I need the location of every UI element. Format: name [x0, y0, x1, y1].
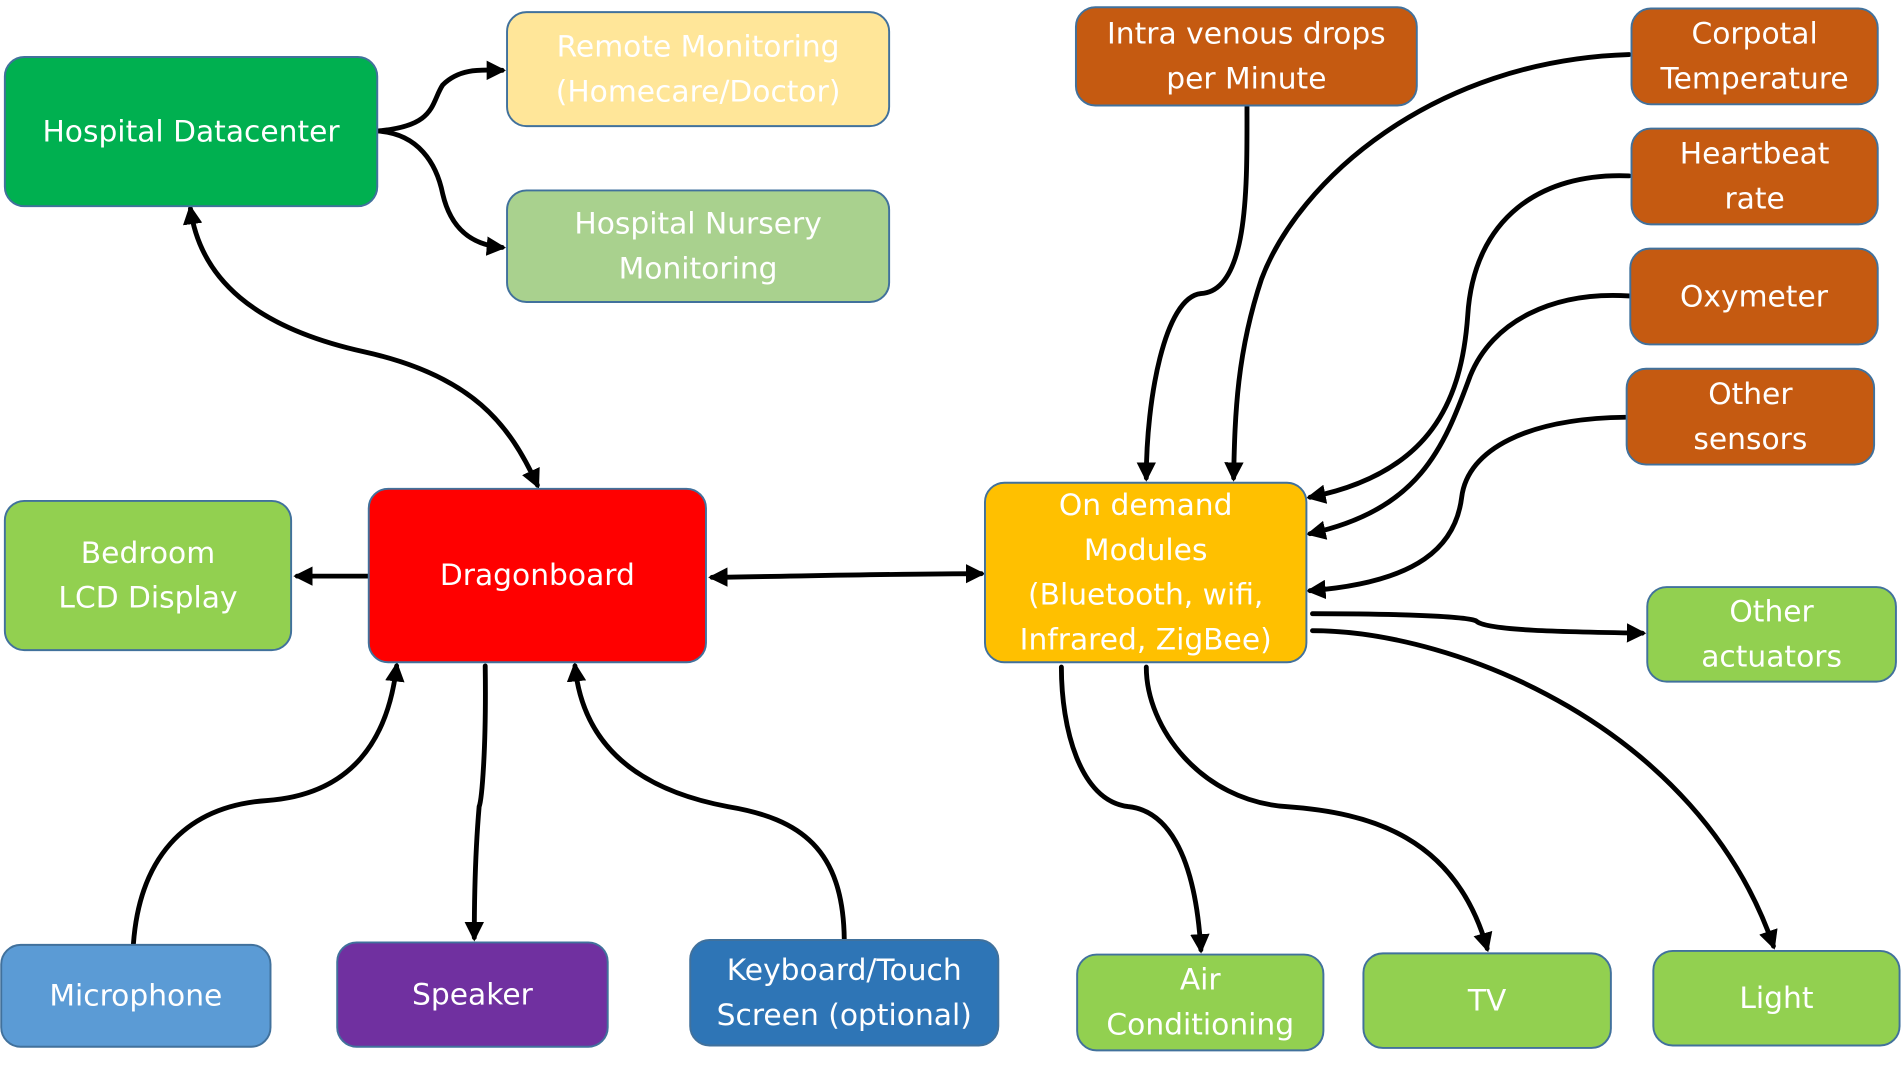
node-label: Monitoring — [619, 251, 778, 286]
node-intra-venous-drops[interactable]: Intra venous drops per Minute — [1074, 6, 1418, 107]
node-label: Other — [1729, 595, 1814, 630]
node-label: actuators — [1701, 640, 1842, 675]
node-label: Air — [1180, 963, 1222, 998]
node-label: Intra venous drops — [1107, 17, 1386, 52]
node-label: Microphone — [49, 979, 222, 1014]
edge-hospital-datacenter-to-hospital-nursery-monitoring — [374, 128, 507, 256]
node-label: Dragonboard — [440, 558, 635, 593]
edge-on-demand-modules-to-air-conditioning — [1310, 628, 1778, 950]
edge-other-sensors-to-on-demand-modules — [1306, 414, 1628, 600]
node-box — [336, 941, 609, 1048]
node-box — [506, 11, 891, 128]
node-box — [367, 487, 707, 664]
node-label: Other — [1708, 377, 1793, 412]
node-label: Infrared, ZigBee) — [1020, 623, 1272, 658]
node-label: TV — [1467, 983, 1507, 1018]
node-box — [1076, 953, 1325, 1052]
node-box — [1074, 6, 1418, 107]
node-box — [3, 499, 293, 652]
node-label: Oxymeter — [1680, 279, 1829, 314]
node-label: (Bluetooth, wifi, — [1028, 578, 1263, 613]
node-box — [1625, 367, 1876, 466]
node-label: Modules — [1084, 533, 1207, 568]
node-hospital-datacenter[interactable]: Hospital Datacenter — [3, 56, 379, 208]
edge-hospital-datacenter-to-remote-monitoring — [374, 60, 507, 134]
node-label: LCD Display — [58, 581, 237, 616]
node-heartbeat-rate[interactable]: Heartbeat rate — [1630, 127, 1879, 226]
node-label: per Minute — [1166, 62, 1326, 97]
node-label: Screen (optional) — [717, 998, 972, 1033]
edge-intra-venous-drops-to-on-demand-modules — [1136, 104, 1250, 482]
node-box — [1362, 952, 1612, 1049]
edge-dragonboard-to-on-demand-modules — [708, 564, 986, 587]
node-box — [506, 189, 891, 303]
node-label: Corpotal — [1691, 17, 1817, 52]
node-light[interactable]: Light — [1652, 949, 1901, 1047]
node-oxymeter[interactable]: Oxymeter — [1629, 247, 1879, 346]
node-label: Hospital Datacenter — [42, 114, 340, 149]
node-label: Light — [1739, 981, 1813, 1016]
node-box — [3, 56, 379, 208]
edges-layer — [131, 52, 1778, 954]
node-label: Hospital Nursery — [574, 206, 821, 241]
edge-corpotal-temperature-to-on-demand-modules — [1224, 52, 1632, 482]
edge-on-demand-modules-to-other-actuators — [1310, 611, 1647, 643]
edge-on-demand-modules-to-light — [1143, 664, 1493, 953]
node-tv[interactable]: TV — [1362, 952, 1612, 1049]
node-label: Speaker — [412, 977, 534, 1012]
node-label: sensors — [1693, 422, 1807, 457]
node-box — [1629, 247, 1879, 346]
node-other-sensors[interactable]: Other sensors — [1625, 367, 1876, 466]
edge-dragonboard-to-hospital-datacenter — [182, 204, 540, 489]
node-label: Bedroom — [81, 536, 215, 571]
node-remote-monitoring[interactable]: Remote Monitoring (Homecare/Doctor) — [506, 11, 891, 128]
node-label: Temperature — [1660, 62, 1849, 97]
edge-on-demand-modules-to-tv — [1058, 664, 1210, 954]
node-box — [1652, 949, 1901, 1047]
node-box — [1630, 127, 1879, 226]
node-box — [1630, 7, 1879, 106]
edge-keyboard-touch-screen-to-dragonboard — [566, 662, 847, 942]
node-label: rate — [1724, 182, 1784, 217]
node-box — [689, 939, 1000, 1047]
node-label: Heartbeat — [1680, 137, 1830, 172]
node-box — [0, 943, 272, 1048]
node-box — [1646, 586, 1897, 683]
edge-microphone-to-dragonboard — [131, 662, 405, 947]
node-label: Remote Monitoring — [557, 29, 840, 64]
edge-heartbeat-rate-to-on-demand-modules — [1306, 173, 1632, 504]
node-label: (Homecare/Doctor) — [556, 74, 841, 109]
node-other-actuators[interactable]: Other actuators — [1646, 586, 1897, 683]
nodes-layer: Hospital Datacenter Remote Monitoring (Hom… — [0, 6, 1901, 1052]
edge-oxymeter-to-on-demand-modules — [1306, 293, 1632, 540]
edge-dragonboard-to-speaker — [464, 663, 488, 942]
node-microphone[interactable]: Microphone — [0, 943, 272, 1048]
node-speaker[interactable]: Speaker — [336, 941, 609, 1048]
node-box — [983, 481, 1308, 664]
node-label: On demand — [1059, 488, 1233, 523]
node-label: Keyboard/Touch — [727, 953, 962, 988]
node-dragonboard[interactable]: Dragonboard — [367, 487, 707, 664]
node-label: Conditioning — [1106, 1008, 1294, 1043]
